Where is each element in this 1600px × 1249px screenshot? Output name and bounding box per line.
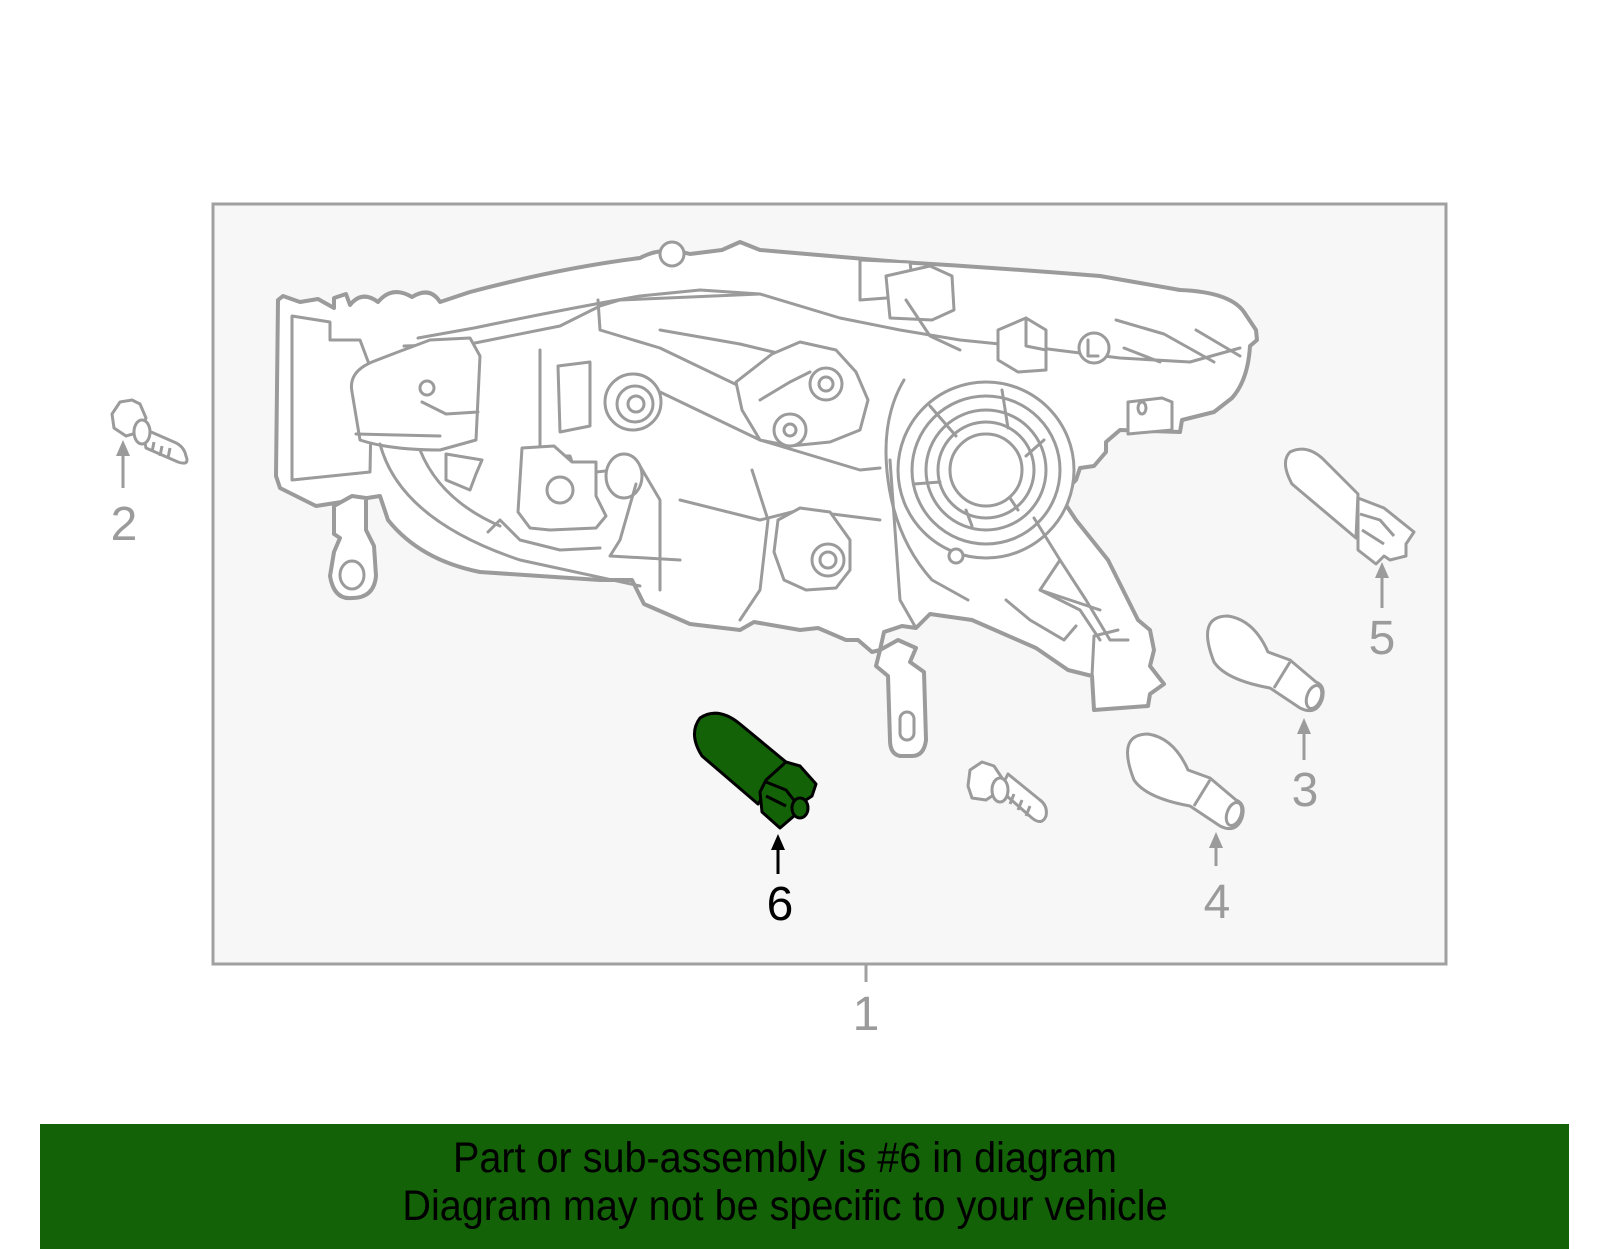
info-banner: Part or sub-assembly is #6 in diagram Di… (40, 1124, 1569, 1249)
callout-3-label: 3 (1292, 764, 1319, 817)
bulb-part-3 (1206, 614, 1325, 713)
bolt-center (966, 760, 1048, 823)
callout-4: 4 (1204, 832, 1231, 929)
bulb-part-5 (1284, 447, 1416, 566)
bolt-part-2 (110, 398, 189, 465)
bulb-part-6-highlighted[interactable] (693, 711, 818, 830)
bulb-part-4 (1126, 732, 1245, 831)
callout-6: 6 (767, 834, 794, 931)
callout-4-label: 4 (1204, 876, 1231, 929)
headlamp-assembly (274, 240, 1259, 758)
callout-3: 3 (1292, 718, 1319, 817)
callout-5: 5 (1369, 562, 1396, 665)
callout-6-label: 6 (767, 878, 794, 931)
callout-5-label: 5 (1369, 612, 1396, 665)
callout-2: 2 (111, 440, 138, 551)
banner-part-note: Part or sub-assembly is #6 in diagram (452, 1134, 1118, 1182)
callout-1-label: 1 (853, 988, 880, 1041)
callout-2-label: 2 (111, 498, 138, 551)
banner-disclaimer: Diagram may not be specific to your vehi… (402, 1182, 1168, 1230)
